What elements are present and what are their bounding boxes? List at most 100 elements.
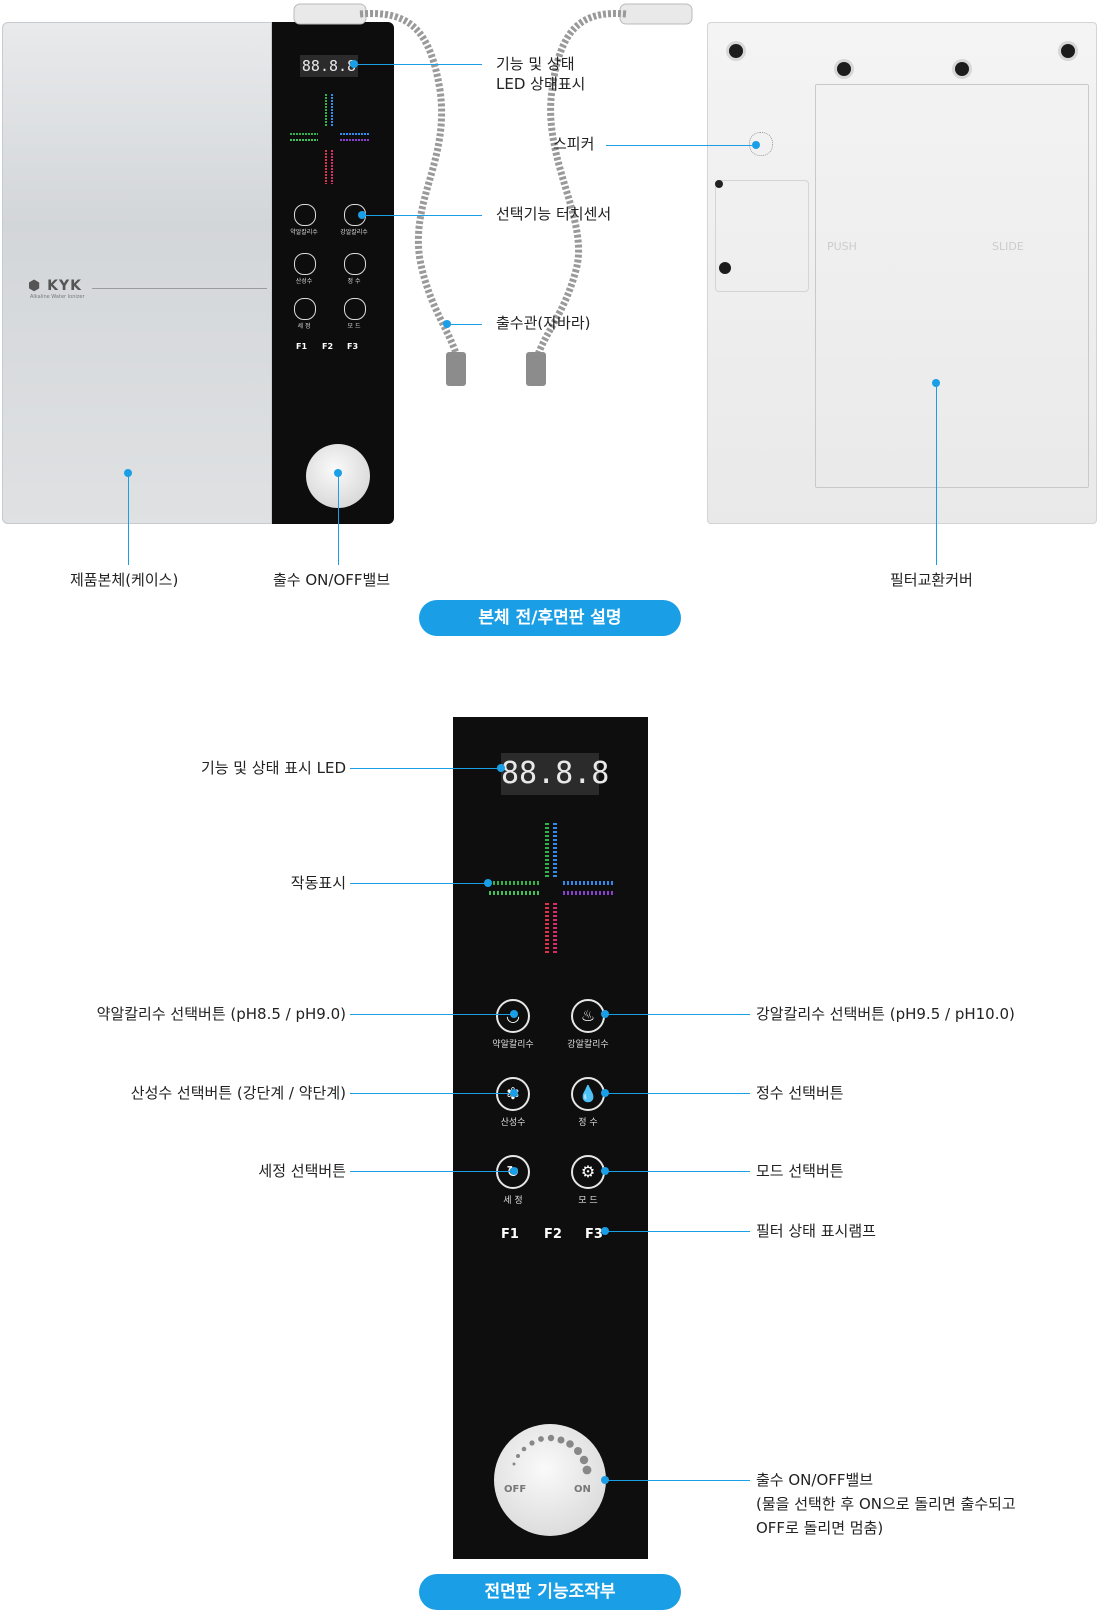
screw-hole xyxy=(729,44,743,58)
label-touch-sensor: 선택기능 터치센서 xyxy=(496,205,612,223)
callout-line xyxy=(364,215,482,216)
callout-dot xyxy=(350,60,358,68)
back-recess xyxy=(715,180,809,292)
cup-icon[interactable] xyxy=(294,204,316,226)
strong-alkaline-caption: 강알칼리수 xyxy=(567,1040,609,1050)
callout-line xyxy=(354,64,482,65)
front-panel-small: 88.8.8 약알칼리수 강알칼리수 산성수 정 수 세 정 모 드 F xyxy=(272,22,394,524)
droplet-icon[interactable]: 💧 xyxy=(571,1077,605,1111)
callout-line xyxy=(350,768,500,769)
label-purified-button: 정수 선택버튼 xyxy=(756,1084,844,1102)
label-hose: 출수관(자바라) xyxy=(496,314,591,332)
kettle-icon[interactable]: ♨ xyxy=(571,999,605,1033)
callout-line xyxy=(350,1014,514,1015)
filter-lamp-f1: F1 xyxy=(296,342,308,351)
gear-icon[interactable] xyxy=(344,298,366,320)
filter-lamp-f3: F3 xyxy=(347,342,359,351)
callout-line xyxy=(605,1014,750,1015)
callout-line xyxy=(605,1171,750,1172)
case-seam-line xyxy=(92,288,267,289)
back-hole xyxy=(719,262,731,274)
callout-dot xyxy=(510,1089,518,1097)
led-display: 88.8.8 xyxy=(501,753,609,795)
mode-caption: 모 드 xyxy=(578,1196,598,1206)
acidic-caption: 산성수 xyxy=(500,1118,526,1128)
slide-text: SLIDE xyxy=(992,240,1024,253)
screw-hole xyxy=(955,62,969,76)
callout-dot xyxy=(497,764,505,772)
button-label: 정 수 xyxy=(347,278,361,285)
callout-line xyxy=(936,383,937,565)
knob-dots xyxy=(512,1434,592,1475)
led-display-small: 88.8.8 xyxy=(300,55,358,77)
knob-on-label: ON xyxy=(574,1484,591,1495)
callout-dot xyxy=(484,879,492,887)
label-body-case: 제품본체(케이스) xyxy=(70,571,179,589)
label-weak-alkaline-button: 약알칼리수 선택버튼 (pH8.5 / pH9.0) xyxy=(96,1005,346,1023)
acid-icon[interactable] xyxy=(294,253,316,275)
label-filter-lamp: 필터 상태 표시램프 xyxy=(756,1222,876,1240)
product-back: PUSH SLIDE xyxy=(707,22,1097,524)
operation-indicator xyxy=(489,823,613,955)
label-led-display: 기능 및 상태 표시 LED xyxy=(200,759,346,777)
label-valve-1: 출수 ON/OFF밸브 xyxy=(756,1471,874,1489)
label-operation: 작동표시 xyxy=(290,874,346,892)
callout-dot xyxy=(443,320,451,328)
operation-indicator-small xyxy=(290,94,370,184)
button-label: 산성수 xyxy=(295,278,313,285)
weak-alkaline-caption: 약알칼리수 xyxy=(492,1040,534,1050)
callout-line xyxy=(606,145,752,146)
filter-lamp-f2: F2 xyxy=(544,1227,562,1242)
droplet-icon[interactable] xyxy=(344,253,366,275)
push-text: PUSH xyxy=(827,240,857,253)
purified-caption: 정 수 xyxy=(578,1118,598,1128)
recycle-icon[interactable] xyxy=(294,298,316,320)
callout-dot xyxy=(358,211,366,219)
callout-line xyxy=(338,473,339,565)
filter-cover-outline xyxy=(815,84,1089,488)
label-mode-button: 모드 선택버튼 xyxy=(756,1162,844,1180)
filter-lamp-f2: F2 xyxy=(322,342,334,351)
label-led-status: 기능 및 상태 LED 상태표시 xyxy=(496,55,586,93)
brand-logo: ⬢ KYK xyxy=(28,278,82,294)
callout-line xyxy=(350,1171,514,1172)
label-clean-button: 세정 선택버튼 xyxy=(258,1162,346,1180)
callout-line xyxy=(605,1480,750,1481)
callout-line xyxy=(605,1093,750,1094)
callout-dot xyxy=(752,141,760,149)
label-valve-3: OFF로 돌리면 멈춤) xyxy=(756,1519,884,1537)
callout-line xyxy=(350,1093,514,1094)
clean-caption: 세 정 xyxy=(503,1196,523,1206)
brand-subtitle: Alkaline Water Ionizer xyxy=(30,294,85,300)
button-label: 강알칼리수 xyxy=(340,229,368,236)
screw-hole xyxy=(837,62,851,76)
button-label: 약알칼리수 xyxy=(290,229,318,236)
filter-lamp-f1: F1 xyxy=(501,1227,519,1242)
callout-line xyxy=(605,1231,750,1232)
callout-line xyxy=(128,473,129,565)
label-valve: 출수 ON/OFF밸브 xyxy=(273,571,391,589)
knob-off-label: OFF xyxy=(504,1484,527,1495)
speaker-grille xyxy=(749,132,773,156)
callout-line xyxy=(447,324,482,325)
button-label: 세 정 xyxy=(297,323,311,330)
gear-icon[interactable]: ⚙ xyxy=(571,1155,605,1189)
front-panel-large: 88.8.8 ◡ 약알칼리수 ♨ 강알칼리수 ✾ 산성수 💧 정 수 ↻ 세 정… xyxy=(453,717,648,1559)
section-title-front-back: 본체 전/후면판 설명 xyxy=(419,600,681,636)
callout-dot xyxy=(510,1010,518,1018)
valve-knob[interactable]: OFF ON xyxy=(494,1424,606,1536)
callout-line xyxy=(350,883,488,884)
filter-lamp-f3: F3 xyxy=(585,1227,603,1242)
hose-illustration xyxy=(293,3,693,386)
label-speaker: 스피커 xyxy=(553,135,595,153)
label-acidic-button: 산성수 선택버튼 (강단계 / 약단계) xyxy=(130,1084,346,1102)
label-strong-alkaline-button: 강알칼리수 선택버튼 (pH9.5 / pH10.0) xyxy=(756,1005,1015,1023)
label-valve-2: (물을 선택한 후 ON으로 돌리면 출수되고 xyxy=(756,1495,1016,1513)
label-filter-cover: 필터교환커버 xyxy=(890,571,973,589)
back-hole xyxy=(715,180,723,188)
screw-hole xyxy=(1061,44,1075,58)
callout-dot xyxy=(510,1167,518,1175)
button-label: 모 드 xyxy=(347,323,361,330)
section-title-front-panel: 전면판 기능조작부 xyxy=(419,1574,681,1610)
product-case: ⬢ KYK Alkaline Water Ionizer xyxy=(2,22,272,524)
